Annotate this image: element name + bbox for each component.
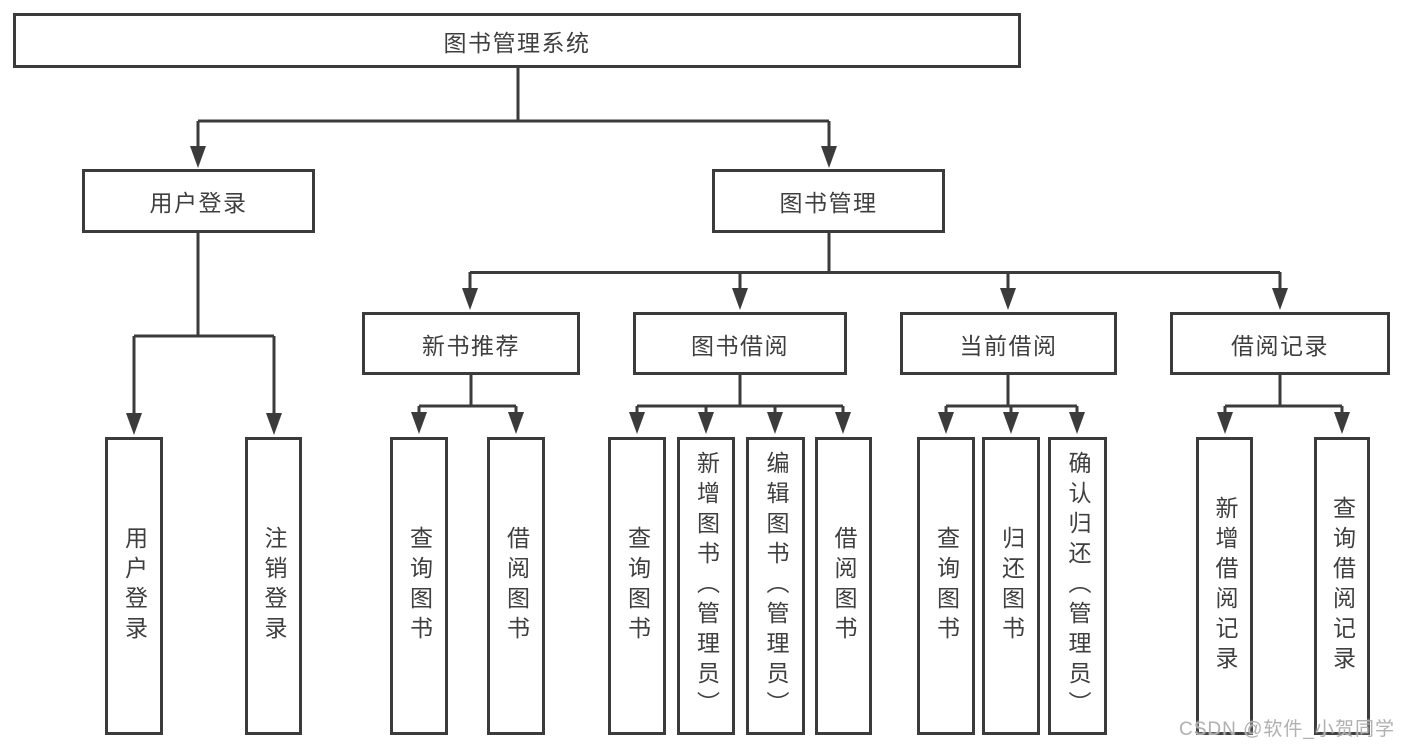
leaf-edit-book-admin: 编辑图书（管理员） xyxy=(746,437,805,735)
connector-login-to-leaves xyxy=(132,233,276,415)
leaf-label: 归还图书 xyxy=(998,526,1025,646)
connector-records-to-leaves xyxy=(1223,375,1344,414)
node-root: 图书管理系统 xyxy=(13,13,1021,68)
connector-recommend-to-leaves xyxy=(417,375,518,414)
node-borrowing-records: 借阅记录 xyxy=(1170,312,1390,375)
leaf-query-books-recommend: 查询图书 xyxy=(390,437,448,735)
leaf-label: 借阅图书 xyxy=(503,526,530,646)
leaf-label: 编辑图书（管理员） xyxy=(763,451,789,721)
leaf-label: 注销登录 xyxy=(261,526,287,646)
node-new-book-recommendation: 新书推荐 xyxy=(362,312,580,375)
leaf-query-borrow-record: 查询借阅记录 xyxy=(1314,437,1370,735)
leaf-label: 查询图书 xyxy=(406,526,433,646)
leaf-label: 用户登录 xyxy=(121,526,148,646)
leaf-return-book: 归还图书 xyxy=(982,437,1040,735)
node-book-management: 图书管理 xyxy=(712,169,945,233)
leaf-label: 查询借阅记录 xyxy=(1329,496,1356,676)
leaf-borrow-books-recommend: 借阅图书 xyxy=(487,437,545,735)
leaf-label: 查询图书 xyxy=(624,526,651,646)
csdn-watermark: CSDN @软件_小贺同学 xyxy=(1179,719,1395,740)
leaf-add-borrow-record: 新增借阅记录 xyxy=(1196,437,1253,735)
connector-current-to-leaves xyxy=(944,375,1079,414)
leaf-user-login: 用户登录 xyxy=(105,437,163,735)
connector-root-to-level2 xyxy=(196,68,831,148)
leaf-add-book-admin: 新增图书（管理员） xyxy=(677,437,735,735)
leaf-label: 借阅图书 xyxy=(831,526,857,646)
leaf-label: 确认归还（管理员） xyxy=(1065,451,1091,721)
leaf-label: 新增图书（管理员） xyxy=(693,451,720,721)
leaf-label: 新增借阅记录 xyxy=(1212,496,1238,676)
connector-mgmt-to-level3 xyxy=(468,233,1282,290)
leaf-label: 查询图书 xyxy=(933,526,960,646)
node-current-borrowing: 当前借阅 xyxy=(900,312,1117,375)
leaf-query-books-current: 查询图书 xyxy=(917,437,975,735)
leaf-logout: 注销登录 xyxy=(245,437,302,735)
connector-borrow-to-leaves xyxy=(635,375,845,414)
node-user-login: 用户登录 xyxy=(82,169,315,233)
leaf-confirm-return-admin: 确认归还（管理员） xyxy=(1048,437,1107,735)
leaf-query-books-borrow: 查询图书 xyxy=(608,437,666,735)
node-book-borrowing: 图书借阅 xyxy=(633,312,847,375)
leaf-borrow-books: 借阅图书 xyxy=(815,437,872,735)
